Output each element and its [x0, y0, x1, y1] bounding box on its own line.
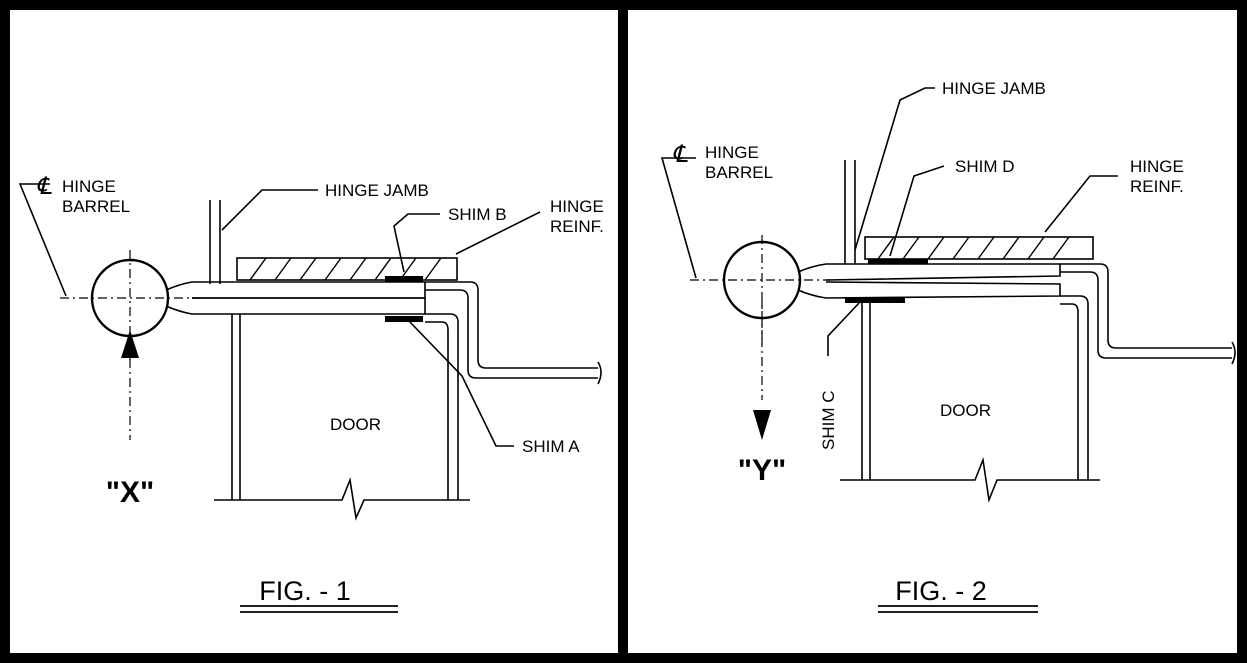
fig1-shim-a [385, 316, 423, 322]
fig2-leader-shim-d [889, 165, 945, 257]
fig1-door-skin-right-a [425, 313, 459, 500]
fig1-view-arrow-up [121, 330, 139, 358]
fig2-view-label: "Y" [738, 454, 786, 487]
fig2-hinge-barrel [722, 240, 802, 320]
fig2-hinge-reinforcement [864, 236, 1094, 260]
fig2-leader-hinge-reinf [1044, 175, 1118, 233]
fig1-hinge-reinforcement [236, 257, 458, 281]
fig1-label-hinge-reinf-2: REINF. [550, 217, 604, 236]
fig1-centerline-symbol: ℄ [36, 173, 52, 200]
fig2-view-arrow-down [753, 410, 771, 440]
fig2-centerline-symbol: ℄ [672, 141, 688, 168]
fig2-label-shim-c: SHIM C [819, 391, 838, 451]
fig2-shim-d [868, 259, 928, 264]
fig2-label-hinge-reinf-1: HINGE [1130, 157, 1184, 176]
fig2-label-hinge-barrel-2: BARREL [705, 163, 773, 182]
fig2-hinge-leaf-upper [797, 263, 1061, 281]
fig2-break-mark-right [1231, 341, 1236, 365]
fig2-leader-hinge-barrel [660, 157, 697, 279]
fig2-door-bottom-break [840, 456, 1100, 504]
fig2-caption: FIG. - 2 [895, 576, 987, 606]
fig2-door-plate-outer [1060, 263, 1232, 349]
fig2-shim-c [845, 298, 905, 303]
fig2-hinge-leaf-lower [797, 281, 1061, 299]
fig2-leader-shim-c [827, 301, 861, 356]
fig1-label-hinge-reinf-1: HINGE [550, 197, 604, 216]
fig2-label-hinge-reinf-2: REINF. [1130, 177, 1184, 196]
fig1-leader-shim-a [407, 319, 514, 447]
fig1-shim-b [385, 276, 423, 282]
fig2-label-hinge-barrel-1: HINGE [705, 143, 759, 162]
fig1-label-shim-b: SHIM B [448, 205, 507, 224]
fig2-door-skin-right-b [1060, 303, 1079, 480]
fig1-label-door: DOOR [330, 415, 381, 434]
fig1-caption: FIG. - 1 [259, 576, 351, 606]
fig1-leader-hinge-barrel [18, 183, 67, 297]
fig1-hinge-leaf-lower [165, 298, 426, 315]
fig1-door-plate-inner [425, 289, 598, 379]
fig1-door-bottom-break [214, 477, 470, 521]
fig1-label-hinge-jamb: HINGE JAMB [325, 181, 429, 200]
fig2-label-shim-d: SHIM D [955, 157, 1015, 176]
fig1-leader-shim-b [393, 213, 440, 273]
fig1-leader-hinge-reinf [455, 211, 541, 255]
fig2-panel: "Y" HINGE JAMB SHIM D HINGE REINF. ℄ HIN… [660, 79, 1236, 613]
fig1-door-plate-outer [425, 281, 598, 369]
fig1-break-mark-right [597, 361, 602, 385]
fig1-hinge-leaf-upper [165, 281, 426, 299]
fig2-door-plate-inner [1060, 271, 1232, 359]
fig1-panel: "X" HINGE JAMB SHIM B HINGE REINF. ℄ HIN… [18, 173, 604, 613]
fig1-leader-hinge-jamb [221, 189, 318, 231]
fig2-leader-hinge-jamb [854, 87, 935, 251]
fig2-door-skin-right-a [1060, 295, 1089, 480]
fig1-view-label: "X" [106, 476, 154, 509]
fig1-label-shim-a: SHIM A [522, 437, 580, 456]
fig2-label-hinge-jamb: HINGE JAMB [942, 79, 1046, 98]
fig1-door-skin-right-b [425, 321, 449, 500]
fig2-label-door: DOOR [940, 401, 991, 420]
fig1-label-hinge-barrel-1: HINGE [62, 177, 116, 196]
fig1-label-hinge-barrel-2: BARREL [62, 197, 130, 216]
